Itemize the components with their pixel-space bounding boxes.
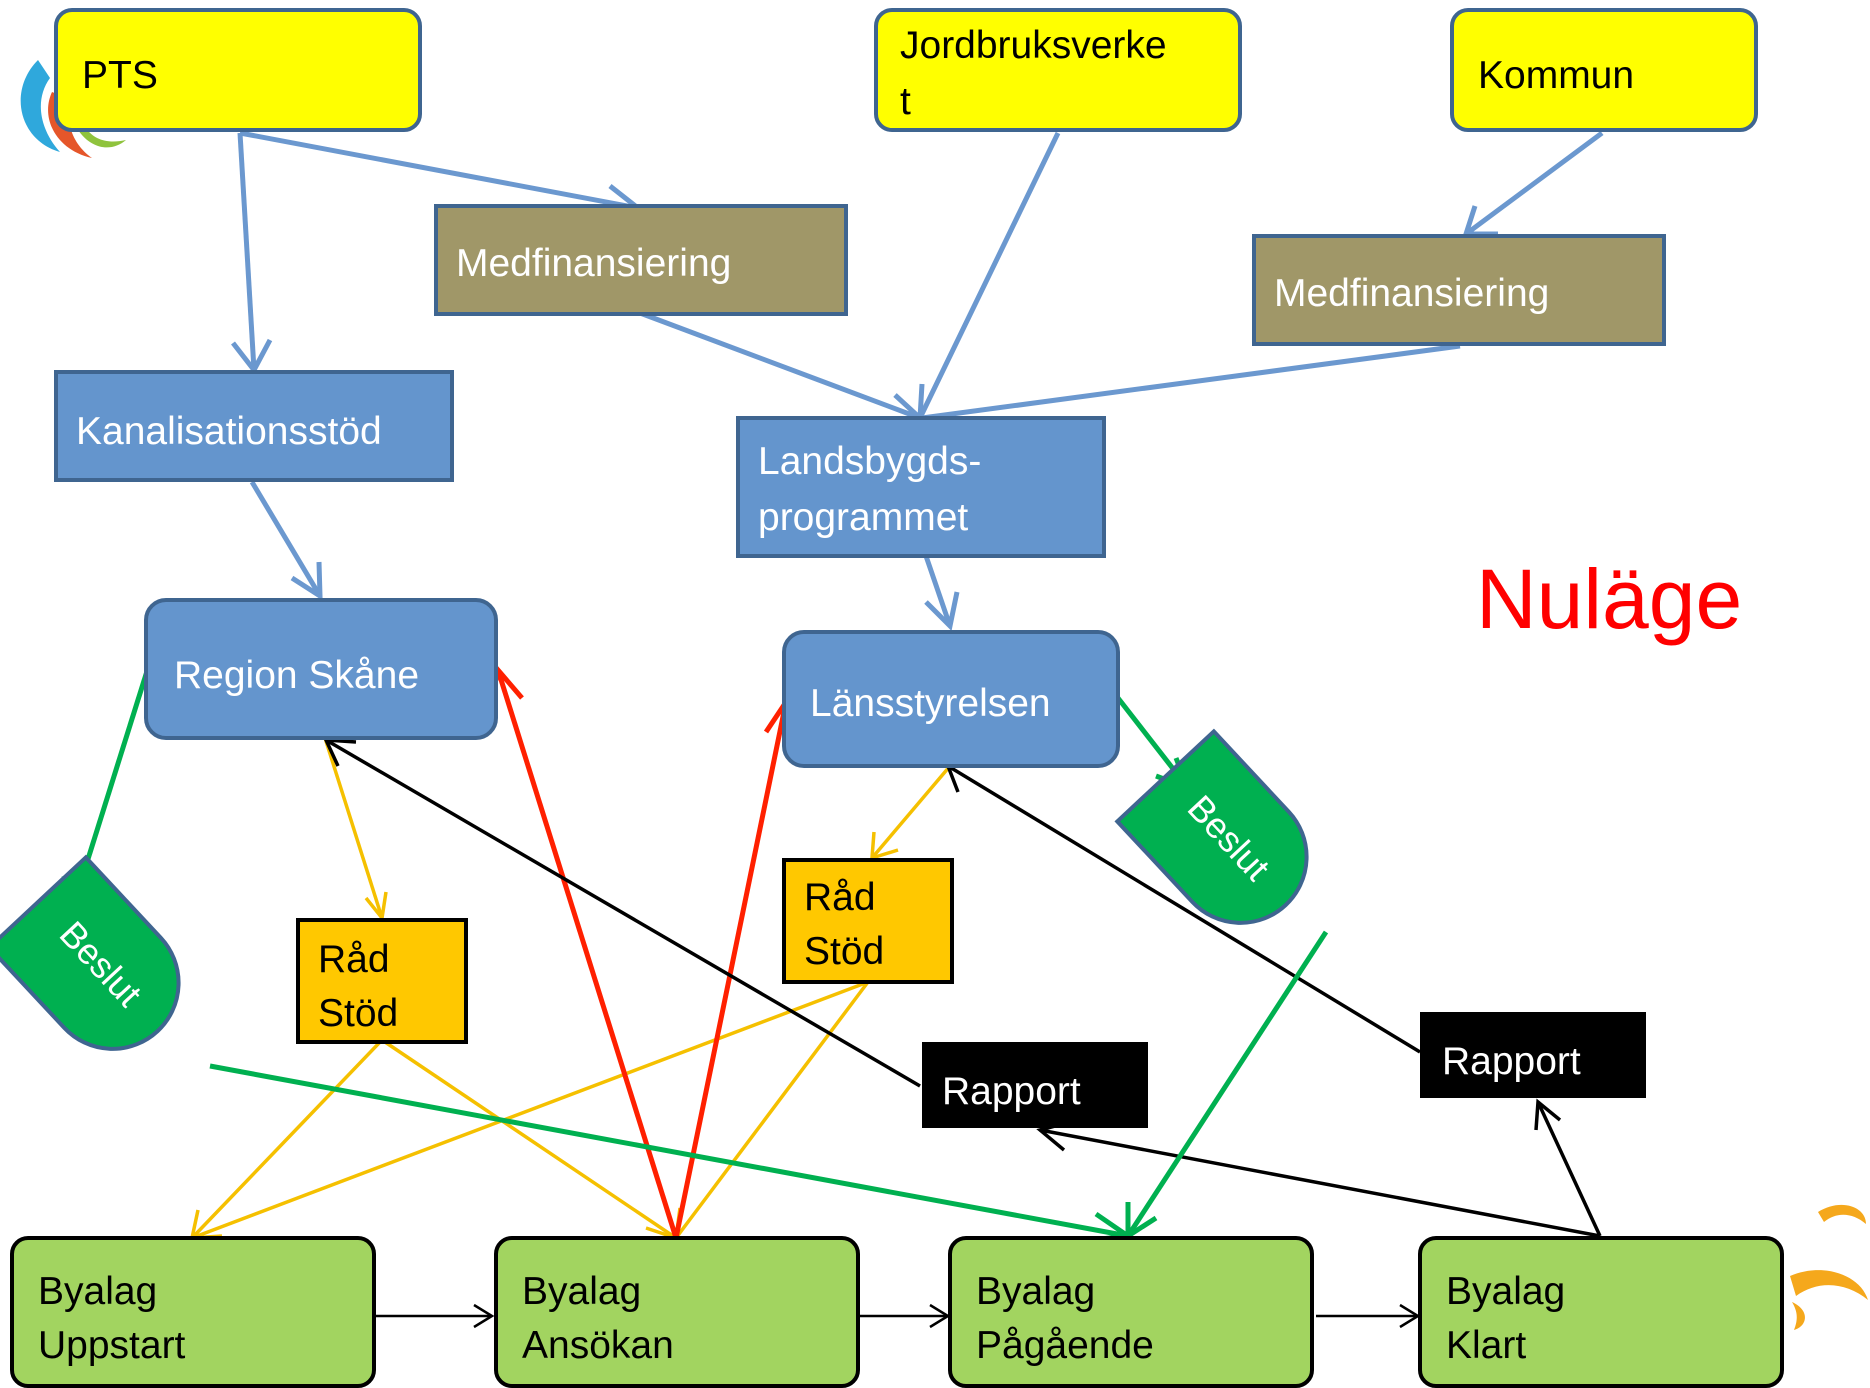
edge-klart-rapport1 bbox=[1039, 1128, 1601, 1238]
edge-rad2-uppstart bbox=[191, 980, 869, 1240]
node-rapport-2-label: Rapport bbox=[1442, 1040, 1581, 1083]
node-medfinansiering-2-label: Medfinansiering bbox=[1274, 272, 1549, 315]
node-kommun-label: Kommun bbox=[1478, 54, 1634, 97]
node-region-skane-label: Region Skåne bbox=[174, 654, 419, 697]
node-region-skane: Region Skåne bbox=[144, 598, 498, 740]
node-landsbygdsprogrammet: Landsbygds- programmet bbox=[736, 416, 1106, 558]
edge-pts-medfin1 bbox=[239, 130, 639, 211]
node-landsbygdsprogrammet-label-1: Landsbygds- bbox=[758, 440, 981, 483]
arrowhead-icon bbox=[290, 561, 323, 601]
edge-rapport1-region bbox=[325, 738, 921, 1088]
node-byalag-klart-label-1: Byalag bbox=[1446, 1270, 1565, 1313]
edge-rad1-ansokan bbox=[381, 1038, 677, 1240]
edge-rad2-ansokan bbox=[674, 980, 870, 1240]
node-byalag-pagaende-label-1: Byalag bbox=[976, 1270, 1095, 1313]
node-byalag-klart: Byalag Klart bbox=[1418, 1236, 1784, 1388]
arrowhead-icon bbox=[924, 591, 960, 632]
edge-kanalisation-region bbox=[249, 480, 323, 598]
logo-right-icon bbox=[1790, 1204, 1868, 1330]
node-rad-stod-2: Råd Stöd bbox=[782, 858, 954, 984]
edge-ansokan-region bbox=[495, 669, 679, 1239]
node-byalag-klart-label-2: Klart bbox=[1446, 1324, 1526, 1367]
edge-beslut2-pagaende bbox=[1125, 930, 1329, 1238]
arrowhead-icon bbox=[473, 1303, 495, 1329]
edge-region-rad1 bbox=[323, 737, 384, 919]
node-beslut-2: Beslut bbox=[1114, 728, 1309, 925]
edge-klart-rapport2 bbox=[1536, 1101, 1602, 1237]
edge-medfin1-landsbygd bbox=[639, 310, 921, 421]
node-kommun: Kommun bbox=[1450, 8, 1758, 132]
node-lansstyrelsen-label: Länsstyrelsen bbox=[810, 682, 1051, 725]
node-medfinansiering-1: Medfinansiering bbox=[434, 204, 848, 316]
node-rad-stod-1-label-2: Stöd bbox=[318, 992, 398, 1035]
node-rad-stod-1-label-1: Råd bbox=[318, 938, 390, 981]
edge-beslut1-pagaende bbox=[209, 1063, 1129, 1239]
node-byalag-ansokan-label-1: Byalag bbox=[522, 1270, 641, 1313]
node-beslut-1: Beslut bbox=[0, 854, 181, 1051]
node-pts-label: PTS bbox=[82, 54, 158, 97]
edge-medfin2-landsbygd bbox=[921, 343, 1461, 421]
edge-landsbygd-lansstyrelsen bbox=[923, 555, 953, 627]
node-kanalisationsstod: Kanalisationsstöd bbox=[54, 370, 454, 482]
node-byalag-pagaende-label-2: Pågående bbox=[976, 1324, 1154, 1367]
edge-kommun-medfin2 bbox=[1464, 130, 1604, 237]
node-rapport-1: Rapport bbox=[922, 1042, 1148, 1128]
node-pts: PTS bbox=[54, 8, 422, 132]
node-jordbruksverket-label-1: Jordbruksverke bbox=[900, 24, 1167, 67]
node-byalag-uppstart-label-2: Uppstart bbox=[38, 1324, 186, 1367]
node-byalag-uppstart-label-1: Byalag bbox=[38, 1270, 157, 1313]
node-jordbruksverket-label-2: t bbox=[900, 80, 911, 123]
edge-lansstyrelsen-rad2 bbox=[870, 764, 952, 860]
page-title: Nuläge bbox=[1476, 552, 1742, 646]
edge-ansokan-lansstyrelsen bbox=[673, 701, 789, 1239]
node-lansstyrelsen: Länsstyrelsen bbox=[782, 630, 1120, 768]
edge-rapport2-lansstyrelsen bbox=[947, 764, 1421, 1054]
node-rad-stod-1: Råd Stöd bbox=[296, 918, 468, 1044]
node-rad-stod-2-label-1: Råd bbox=[804, 876, 876, 919]
node-byalag-pagaende: Byalag Pågående bbox=[948, 1236, 1314, 1388]
node-rapport-2: Rapport bbox=[1420, 1012, 1646, 1098]
node-rad-stod-2-label-2: Stöd bbox=[804, 930, 884, 973]
node-byalag-ansokan-label-2: Ansökan bbox=[522, 1324, 674, 1367]
arrowhead-icon bbox=[1534, 1098, 1562, 1131]
edge-jordbruksverket-landsbygd bbox=[917, 131, 1061, 420]
edge-rad1-uppstart bbox=[190, 1038, 384, 1240]
node-landsbygdsprogrammet-label-2: programmet bbox=[758, 496, 968, 539]
edge-pts-kanalisation bbox=[237, 132, 257, 371]
node-rapport-1-label: Rapport bbox=[942, 1070, 1081, 1113]
node-jordbruksverket: Jordbruksverke t bbox=[874, 8, 1242, 132]
node-byalag-ansokan: Byalag Ansökan bbox=[494, 1236, 860, 1388]
node-kanalisationsstod-label: Kanalisationsstöd bbox=[76, 410, 382, 453]
node-medfinansiering-2: Medfinansiering bbox=[1252, 234, 1666, 346]
node-medfinansiering-1-label: Medfinansiering bbox=[456, 242, 731, 285]
node-byalag-uppstart: Byalag Uppstart bbox=[10, 1236, 376, 1388]
